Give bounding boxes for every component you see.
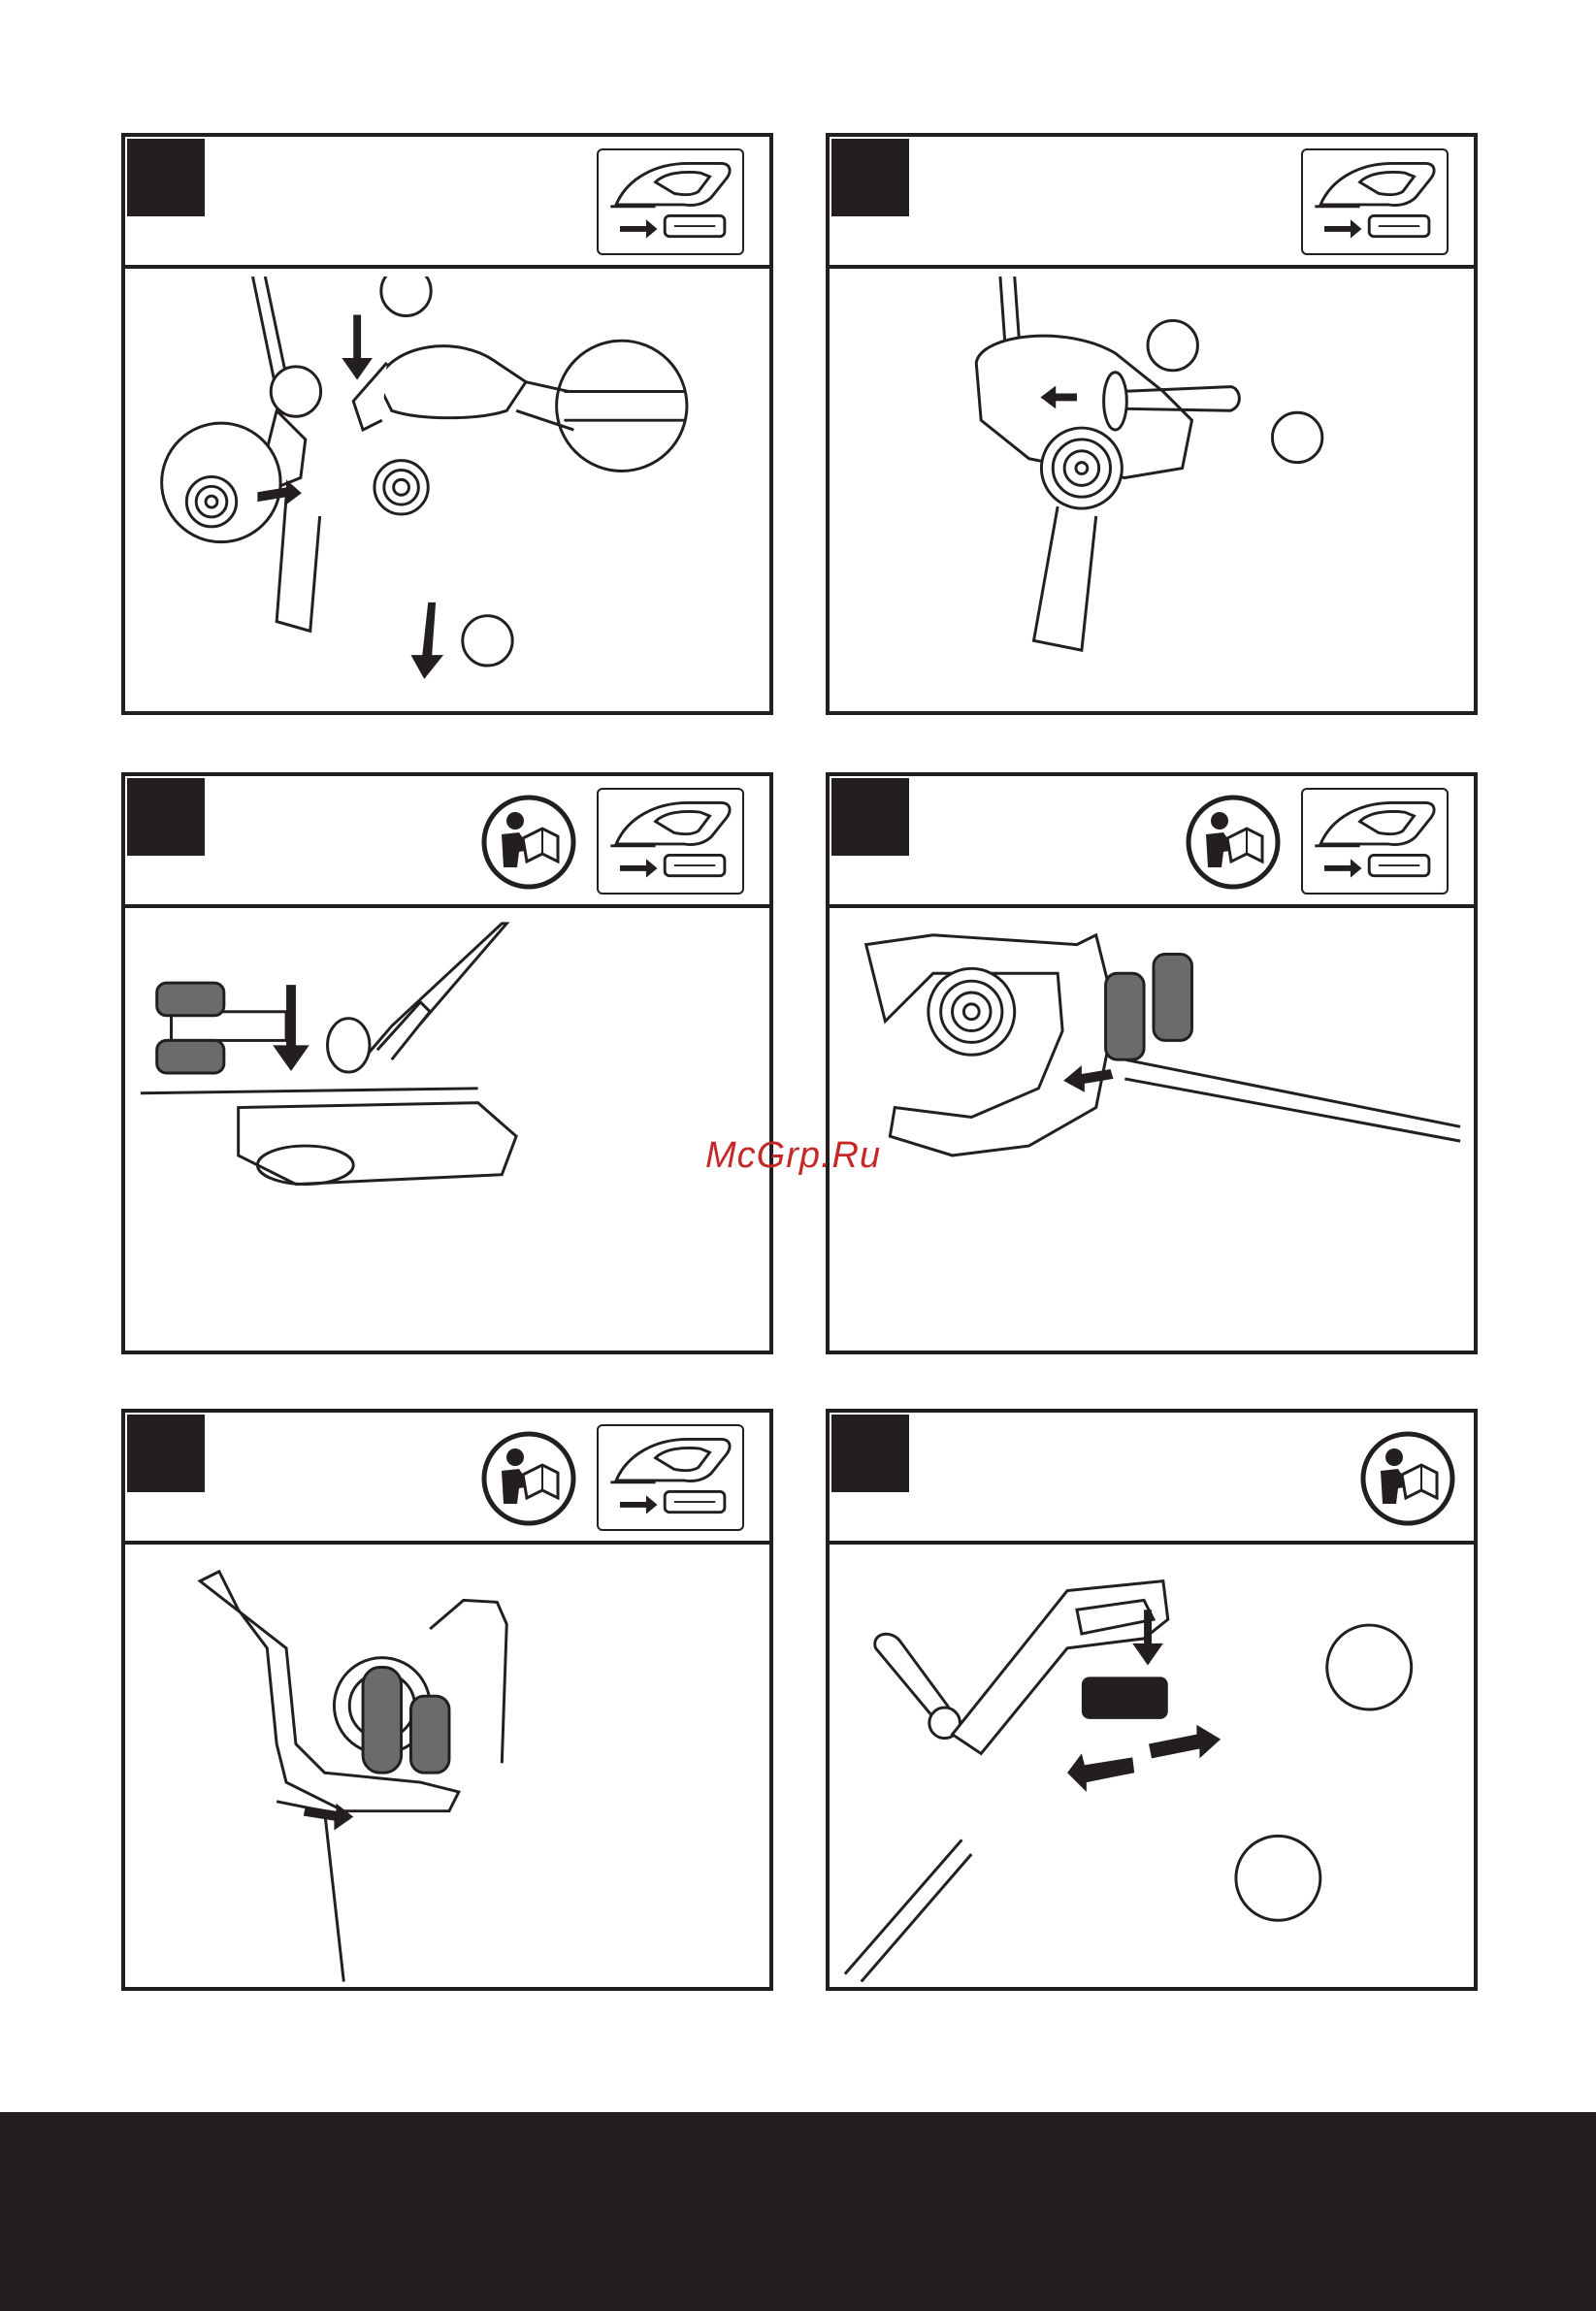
edge-wheel-illustration — [133, 916, 762, 1346]
battery-removal-icon — [1301, 788, 1449, 895]
edge-wheel-underside-illustration — [837, 916, 1466, 1346]
step-number-box — [831, 778, 909, 856]
step-header — [125, 1413, 769, 1545]
read-manual-icon — [1359, 1430, 1456, 1527]
step-header — [830, 137, 1474, 269]
step-panel-6 — [826, 1409, 1478, 1991]
step-header — [830, 1413, 1474, 1545]
step-header — [830, 776, 1474, 908]
wheel-fold-illustration — [133, 1552, 762, 1982]
step-number-box — [127, 778, 205, 856]
step-panel-1 — [121, 133, 773, 715]
page-footer-band — [0, 2112, 1596, 2311]
step-panel-5 — [121, 1409, 773, 1991]
read-manual-icon — [480, 794, 577, 891]
step-number-box — [127, 1415, 205, 1492]
step-panel-2 — [826, 133, 1478, 715]
battery-removal-icon — [597, 1424, 744, 1531]
read-manual-icon — [480, 1430, 577, 1527]
guard-removal-illustration — [837, 277, 1466, 706]
watermark: McGrp.Ru — [705, 1135, 881, 1177]
step-header — [125, 776, 769, 908]
trimmer-guard-illustration — [133, 277, 762, 706]
battery-insert-illustration — [837, 1552, 1466, 1982]
read-manual-icon — [1185, 794, 1282, 891]
battery-removal-icon — [1301, 148, 1449, 255]
step-header — [125, 137, 769, 269]
step-panel-3 — [121, 772, 773, 1354]
step-number-box — [127, 139, 205, 216]
battery-removal-icon — [597, 148, 744, 255]
battery-removal-icon — [597, 788, 744, 895]
step-panel-4 — [826, 772, 1478, 1354]
step-number-box — [831, 1415, 909, 1492]
step-number-box — [831, 139, 909, 216]
